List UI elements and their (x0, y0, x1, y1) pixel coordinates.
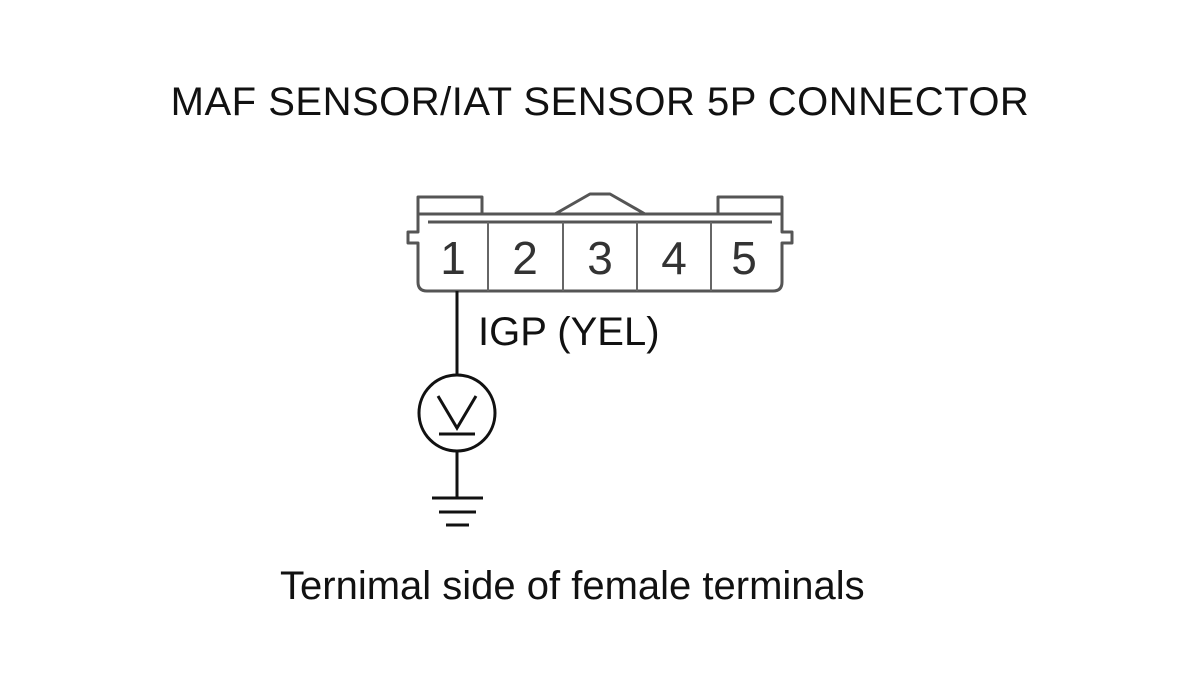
voltmeter-icon (417, 373, 497, 453)
ground-icon (432, 496, 483, 527)
diagram-caption: Ternimal side of female terminals (280, 564, 865, 608)
pin-2-label: 2 (512, 232, 538, 284)
pin-4-label: 4 (661, 232, 687, 284)
wire-label: IGP (YEL) (478, 310, 660, 354)
connector-housing (406, 192, 794, 293)
pin-3-label: 3 (587, 232, 613, 284)
diagram-title: MAF SENSOR/IAT SENSOR 5P CONNECTOR (170, 80, 1030, 124)
pin-dividers (487, 222, 712, 291)
pin-5-label: 5 (731, 232, 757, 284)
pin-1-label: 1 (440, 232, 466, 284)
